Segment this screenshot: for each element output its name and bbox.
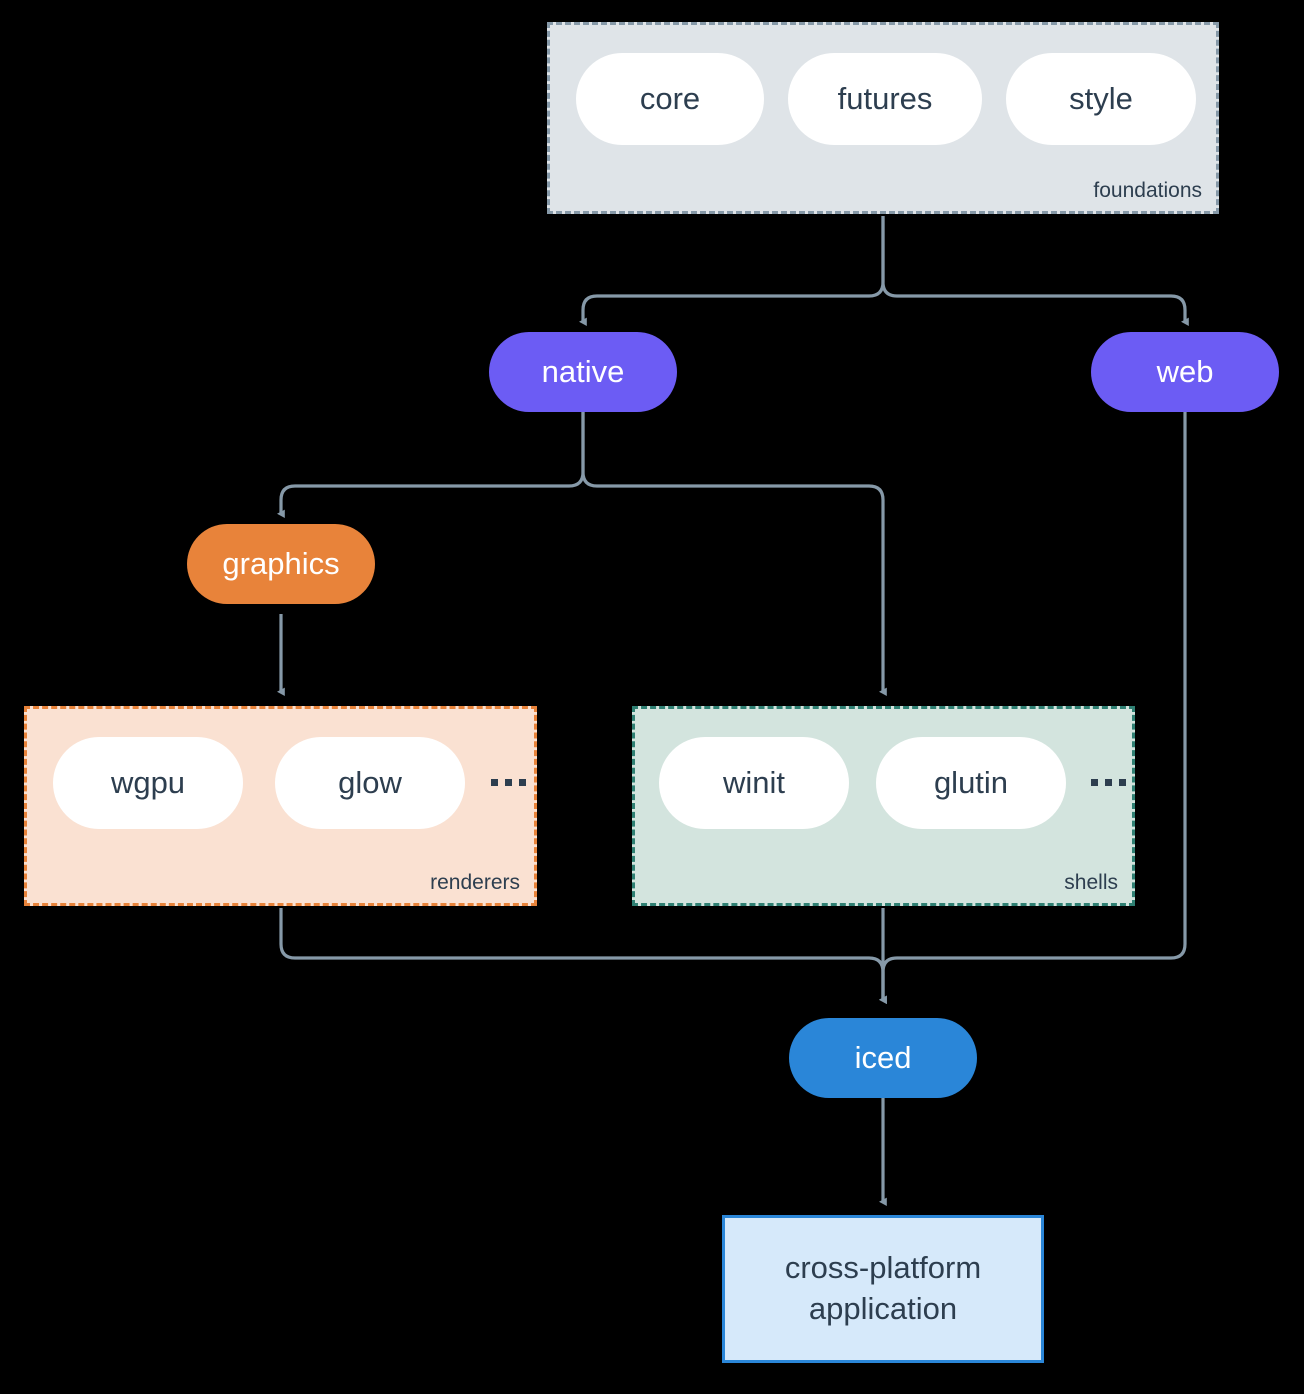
- node-native-label: native: [541, 354, 625, 389]
- node-native[interactable]: native: [489, 332, 677, 412]
- node-web[interactable]: web: [1091, 332, 1279, 412]
- shells-ellipsis-icon: [1091, 779, 1126, 786]
- pill-glutin[interactable]: glutin: [876, 737, 1066, 829]
- group-shells-label: shells: [1064, 871, 1118, 894]
- edge-native-shells: [581, 412, 887, 697]
- node-cross-platform-application[interactable]: cross-platform application: [722, 1215, 1044, 1363]
- pill-glutin-label: glutin: [933, 765, 1009, 800]
- pill-wgpu[interactable]: wgpu: [53, 737, 243, 829]
- edge-native-graphics: [277, 412, 585, 519]
- edge-renderers-iced: [279, 908, 887, 1005]
- edge-foundations-native: [579, 216, 885, 327]
- pill-futures[interactable]: futures: [788, 53, 982, 145]
- pill-futures-label: futures: [837, 81, 933, 116]
- pill-style-label: style: [1069, 81, 1133, 116]
- group-shells: winit glutin shells: [632, 706, 1135, 906]
- pill-glow-label: glow: [338, 765, 402, 800]
- application-line-1: cross-platform: [784, 1250, 982, 1286]
- node-iced[interactable]: iced: [789, 1018, 977, 1098]
- node-iced-label: iced: [854, 1040, 912, 1075]
- group-foundations: core futures style foundations: [547, 22, 1219, 214]
- pill-core[interactable]: core: [576, 53, 764, 145]
- node-graphics[interactable]: graphics: [187, 524, 375, 604]
- pill-style[interactable]: style: [1006, 53, 1196, 145]
- pill-glow[interactable]: glow: [275, 737, 465, 829]
- pill-winit[interactable]: winit: [659, 737, 849, 829]
- group-foundations-label: foundations: [1093, 179, 1202, 202]
- edge-foundations-web: [881, 216, 1189, 327]
- renderers-ellipsis-icon: [491, 779, 526, 786]
- pill-wgpu-label: wgpu: [110, 765, 186, 800]
- group-renderers-label: renderers: [430, 871, 520, 894]
- pill-winit-label: winit: [722, 765, 785, 800]
- pill-core-label: core: [639, 81, 701, 116]
- group-renderers: wgpu glow renderers: [24, 706, 537, 906]
- node-graphics-label: graphics: [222, 546, 340, 581]
- node-web-label: web: [1156, 354, 1214, 389]
- application-line-2: application: [808, 1291, 958, 1326]
